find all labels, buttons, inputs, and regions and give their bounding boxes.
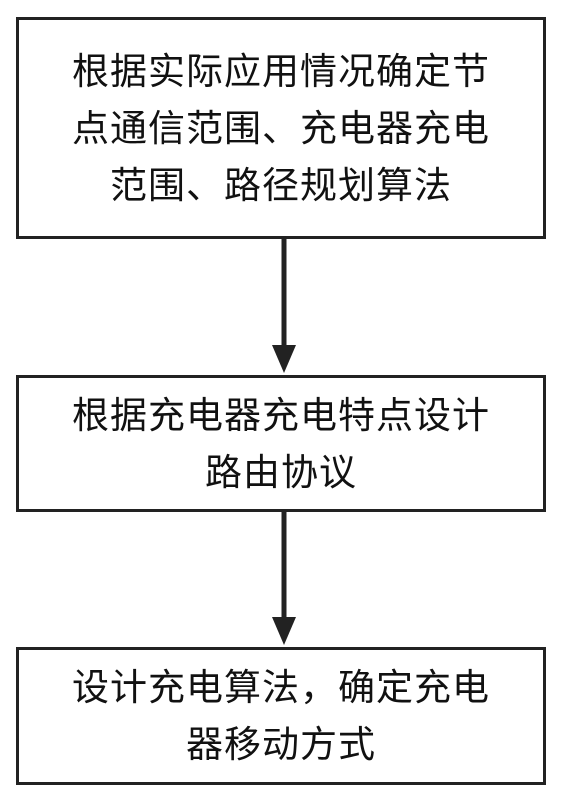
flow-step-1-line-1: 根据实际应用情况确定节 (72, 49, 490, 93)
flow-step-2: 根据充电器充电特点设计 路由协议 (16, 375, 546, 512)
down-arrow-icon (272, 239, 296, 373)
down-arrow-icon (272, 512, 296, 645)
flow-arrow-2 (270, 512, 298, 647)
flow-step-1: 根据实际应用情况确定节 点通信范围、充电器充电 范围、路径规划算法 (16, 17, 546, 239)
flow-step-1-line-2: 点通信范围、充电器充电 (72, 106, 490, 150)
flow-step-2-line-2: 路由协议 (205, 450, 357, 494)
flow-step-3-line-1: 设计充电算法，确定充电 (72, 666, 490, 709)
flow-step-2-line-1: 根据充电器充电特点设计 (72, 393, 490, 437)
flow-step-3: 设计充电算法，确定充电 器移动方式 (16, 647, 546, 785)
flow-step-1-line-3: 范围、路径规划算法 (110, 163, 452, 207)
flow-step-3-line-2: 器移动方式 (186, 723, 376, 766)
flow-arrow-1 (270, 239, 298, 375)
flow-step-3-text: 设计充电算法，确定充电 器移动方式 (72, 659, 490, 773)
flow-step-1-text: 根据实际应用情况确定节 点通信范围、充电器充电 范围、路径规划算法 (72, 43, 490, 214)
flow-step-2-text: 根据充电器充电特点设计 路由协议 (72, 387, 490, 501)
